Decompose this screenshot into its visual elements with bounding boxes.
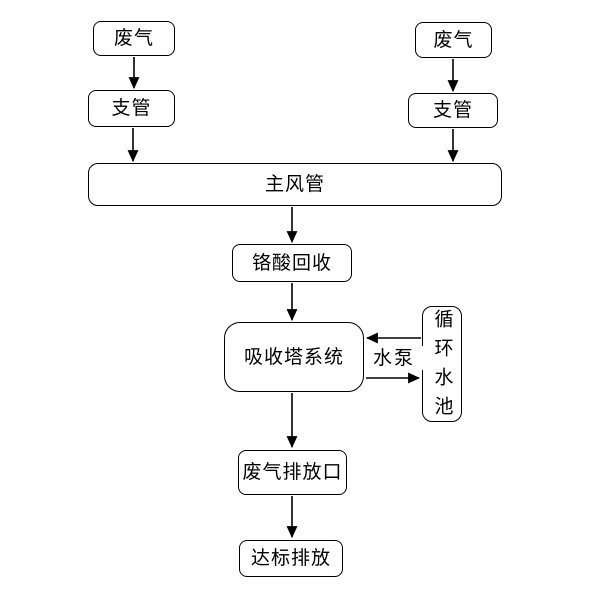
node-branch-pipe-left: 支管: [88, 90, 175, 127]
node-standard-discharge: 达标排放: [239, 540, 343, 577]
water-pump-edge-label: 水泵: [364, 346, 424, 370]
node-waste-gas-left: 废气: [93, 21, 175, 56]
node-circulation-water-pool: 循环水池: [422, 306, 462, 425]
node-absorption-tower-system: 吸收塔系统: [224, 322, 364, 392]
node-waste-gas-right: 废气: [415, 22, 492, 58]
node-branch-pipe-right: 支管: [408, 93, 498, 128]
node-chromic-acid-recovery: 铬酸回收: [232, 244, 352, 282]
node-waste-gas-outlet: 废气排放口: [238, 450, 347, 495]
node-main-air-duct: 主风管: [88, 163, 502, 206]
